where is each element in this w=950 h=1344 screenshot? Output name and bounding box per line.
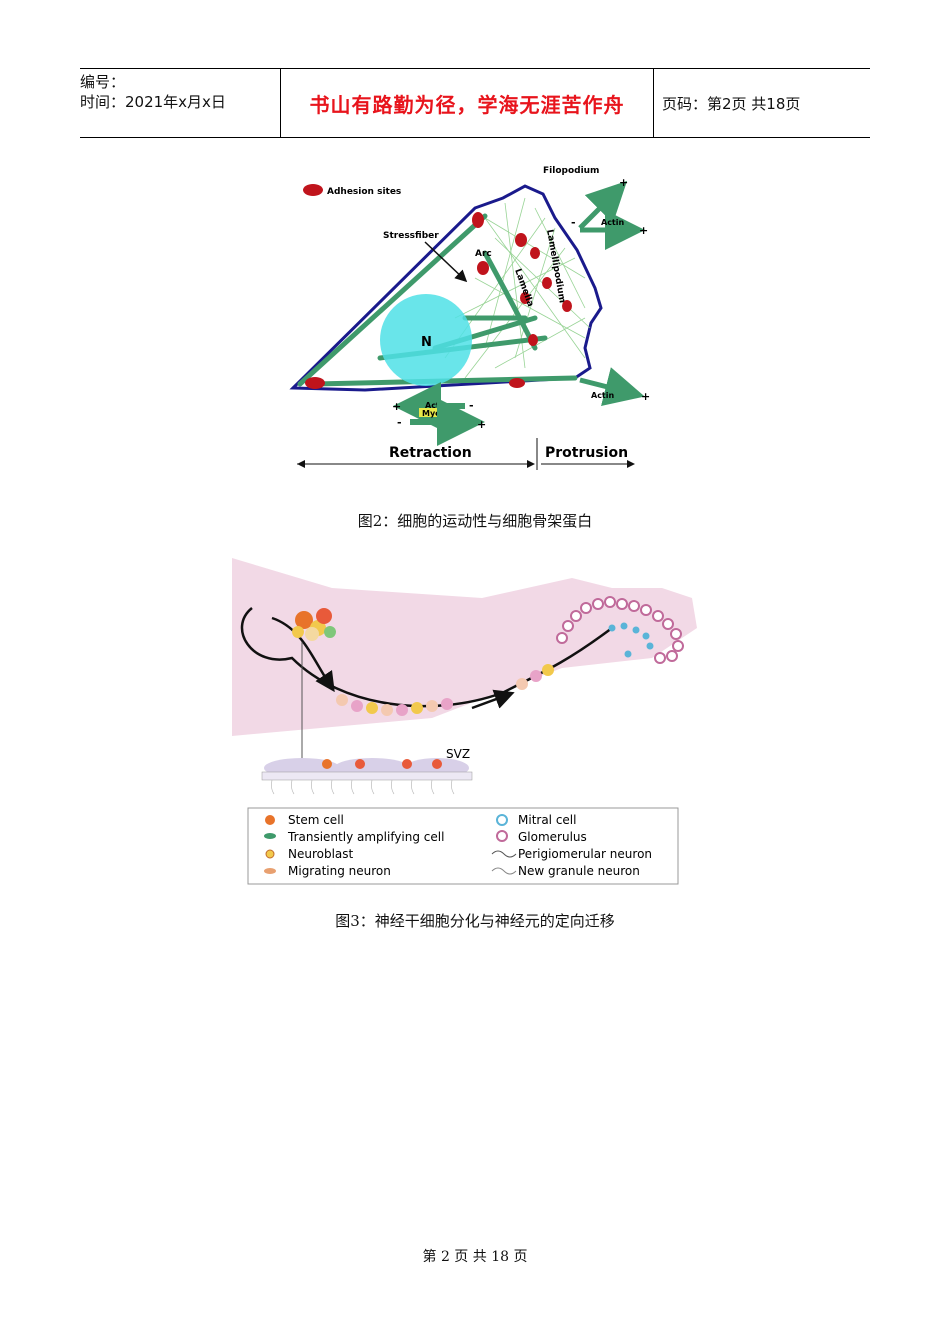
legend-icons bbox=[264, 814, 517, 875]
migration-path bbox=[240, 607, 613, 708]
adhesion-label: Adhesion sites bbox=[327, 187, 401, 197]
glomeruli bbox=[556, 596, 684, 664]
legend-mitral-cell: Mitral cell bbox=[518, 813, 576, 827]
header-motto-cell: 书山有路勤为径，学海无涯苦作舟 bbox=[280, 69, 654, 137]
header-page-cell: 页码：第2页 共18页 bbox=[662, 69, 870, 137]
figure2-caption: 图2：细胞的运动性与细胞骨架蛋白 bbox=[357, 512, 593, 530]
migrating-stream bbox=[336, 664, 554, 716]
legend-box bbox=[247, 807, 679, 885]
svz-label: SVZ bbox=[446, 747, 470, 761]
legend-periglomerular-neuron: Perigiomerular neuron bbox=[518, 847, 652, 861]
legend-glomerulus: Glomerulus bbox=[518, 830, 587, 844]
retraction-label: Retraction bbox=[389, 445, 472, 461]
nucleus bbox=[380, 294, 472, 386]
adhesion-sites bbox=[303, 184, 572, 389]
svz-layer bbox=[261, 758, 473, 781]
plus-sign: + bbox=[639, 224, 648, 237]
legend-stem-cell: Stem cell bbox=[288, 813, 344, 827]
brain-tissue bbox=[232, 558, 697, 736]
legend-transient-cell: Transiently amplifying cell bbox=[287, 830, 444, 844]
plus-sign: + bbox=[392, 400, 401, 413]
figure-neural-migration: SVZ Stem cell Transiently amplifying cel… bbox=[232, 558, 697, 885]
page-header: 编号： 时间：2021年x月x日 书山有路勤为径，学海无涯苦作舟 页码：第2页 … bbox=[80, 68, 870, 138]
page-footer: 第 2 页 共 18 页 bbox=[422, 1249, 528, 1265]
stem-cluster bbox=[292, 608, 336, 641]
filopodium-label: Filopodium bbox=[543, 166, 599, 176]
minus-sign: - bbox=[469, 399, 474, 412]
actin-label-right: Actin bbox=[591, 391, 615, 400]
nucleus-label: N bbox=[421, 335, 432, 350]
actin-mesh bbox=[444, 197, 591, 379]
page-info: 页码：第2页 共18页 bbox=[662, 94, 801, 113]
header-meta-cell: 编号： 时间：2021年x月x日 bbox=[80, 69, 280, 140]
plus-sign: + bbox=[641, 390, 650, 403]
motto-text: 书山有路勤为径，学海无涯苦作舟 bbox=[309, 92, 625, 117]
legend-neuroblast: Neuroblast bbox=[288, 847, 354, 861]
legend-granule-neuron: New granule neuron bbox=[518, 864, 640, 878]
minus-sign: - bbox=[397, 416, 402, 429]
time-label: 时间：2021年x月x日 bbox=[80, 93, 226, 111]
stressfiber-label: Stressfiber bbox=[383, 231, 439, 241]
myosin-label: Myosin bbox=[422, 409, 454, 418]
minus-sign: - bbox=[571, 216, 576, 229]
protrusion-label: Protrusion bbox=[545, 445, 628, 461]
plus-sign: + bbox=[477, 418, 486, 431]
arc-label: Arc bbox=[475, 249, 492, 259]
svz-cilia bbox=[270, 779, 455, 795]
figure3-caption: 图3：神经干细胞分化与神经元的定向迁移 bbox=[335, 912, 615, 930]
actin-label-top: Actin bbox=[601, 218, 625, 227]
legend-migrating-neuron: Migrating neuron bbox=[288, 864, 391, 878]
number-label: 编号： bbox=[80, 73, 126, 91]
plus-sign: + bbox=[619, 176, 628, 189]
mitral-cells bbox=[608, 622, 654, 658]
actin-label-bottom: Actin bbox=[425, 401, 449, 410]
figure-cell-motility: N Adhesion sites Filopodium Stressfiber … bbox=[289, 166, 650, 470]
